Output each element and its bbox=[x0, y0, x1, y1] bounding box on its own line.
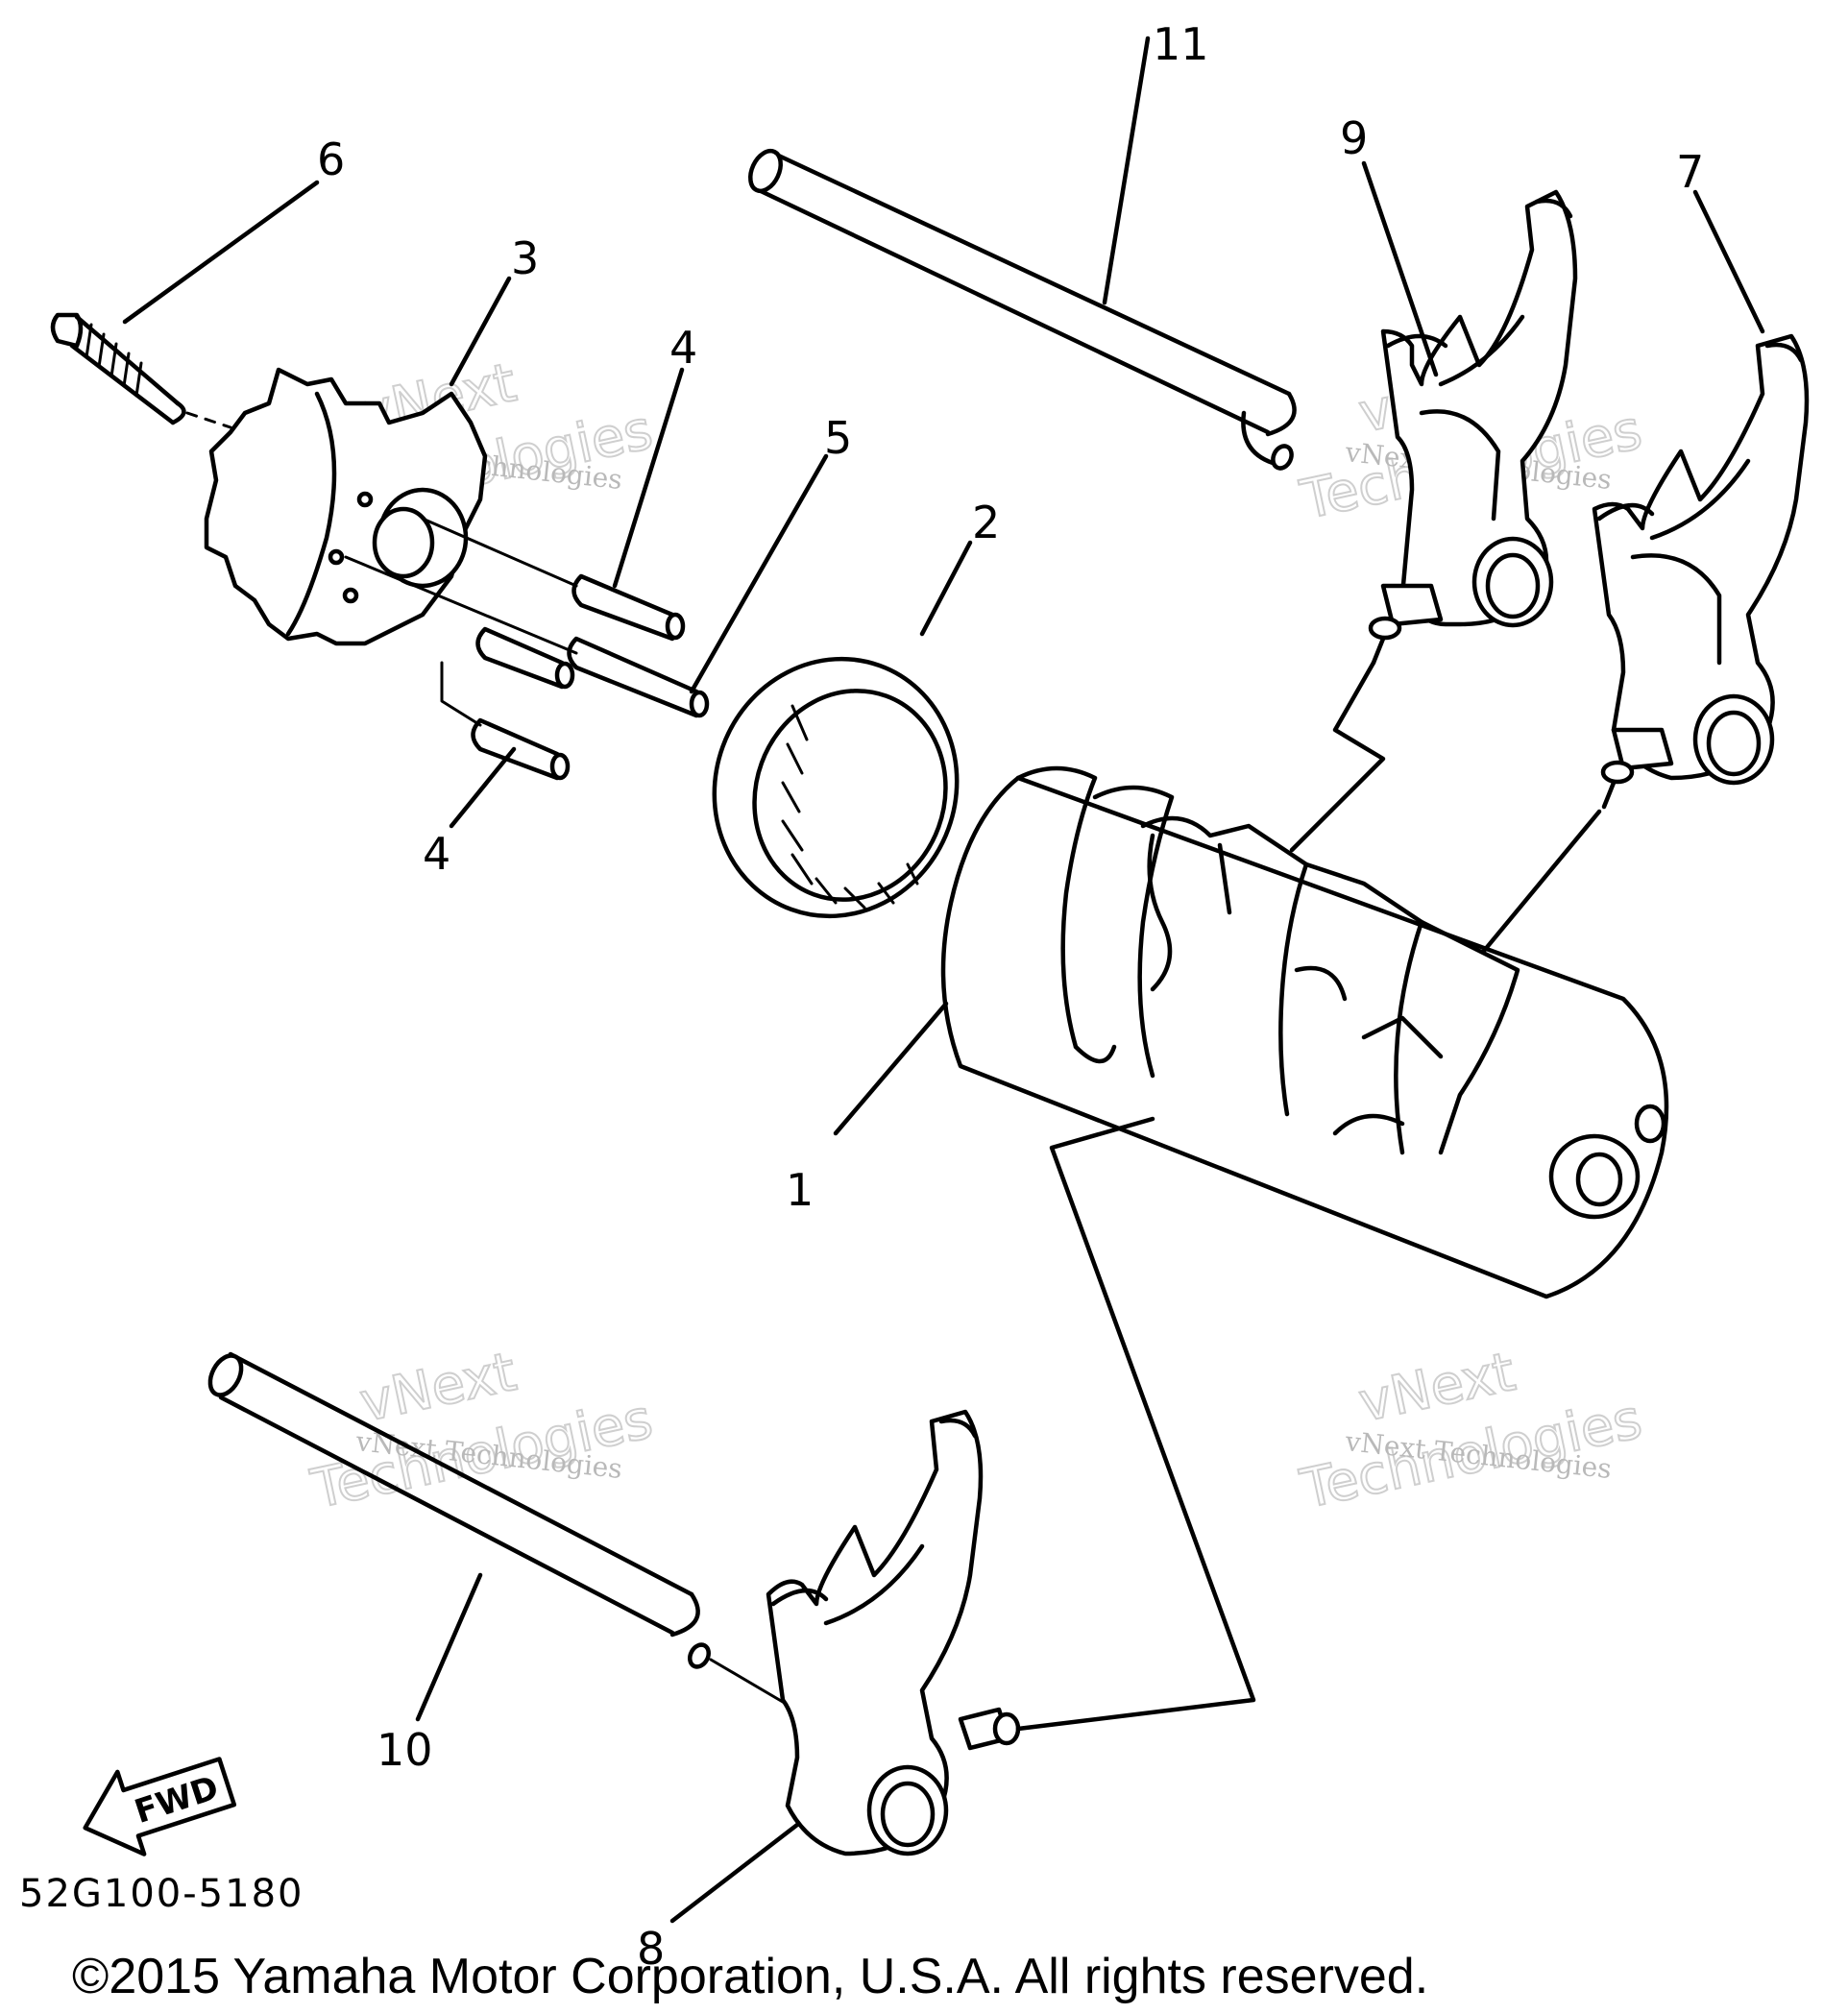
callout-9: 9 bbox=[1340, 112, 1368, 164]
part-8-shift-fork bbox=[766, 1409, 1021, 1856]
callout-6: 6 bbox=[317, 133, 345, 185]
leader-7-to-drum bbox=[1481, 809, 1602, 954]
watermark-bottom-left: vNext Technologies vNext Technologies bbox=[304, 1340, 658, 1522]
watermark-bottom-right: vNext Technologies vNext Technologies bbox=[1294, 1340, 1647, 1522]
leader-7 bbox=[1692, 189, 1765, 334]
callout-2: 2 bbox=[972, 497, 1000, 548]
part-4-dowel-pin-upper bbox=[421, 517, 686, 642]
part-6-screw bbox=[50, 312, 232, 429]
part-9-shift-fork bbox=[1368, 189, 1578, 666]
callout-3: 3 bbox=[511, 232, 539, 284]
part-4-dowel-pin-lower-b bbox=[440, 661, 571, 781]
leader-4b bbox=[449, 746, 517, 829]
leader-2 bbox=[919, 540, 973, 637]
part-3-shift-drum-segment bbox=[204, 367, 488, 646]
fwd-direction-arrow: FWD bbox=[83, 1757, 237, 1856]
callout-numbers: 11 9 7 6 3 4 5 2 4 1 10 8 bbox=[317, 18, 1704, 1975]
leader-11 bbox=[1102, 36, 1151, 305]
leader-3 bbox=[449, 276, 512, 387]
callout-8: 8 bbox=[637, 1923, 665, 1975]
part-7-shift-fork bbox=[1592, 333, 1810, 810]
part-1-shift-drum bbox=[940, 765, 1669, 1299]
leader-8 bbox=[669, 1822, 800, 1924]
callout-4-upper: 4 bbox=[669, 322, 697, 374]
part-5-pin bbox=[344, 555, 710, 718]
leader-6 bbox=[122, 180, 320, 325]
leader-9-to-drum bbox=[1289, 660, 1386, 853]
diagram-code: 52G100-5180 bbox=[19, 1872, 304, 1916]
callout-10: 10 bbox=[377, 1724, 433, 1776]
leader-9 bbox=[1361, 160, 1439, 377]
leader-4a bbox=[612, 367, 685, 589]
leader-1 bbox=[833, 1001, 949, 1136]
leader-lines bbox=[122, 36, 1765, 1924]
part-2-bearing bbox=[712, 656, 960, 919]
part-11-fork-shaft-upper bbox=[748, 148, 1297, 471]
leader-10 bbox=[415, 1572, 483, 1722]
callout-1: 1 bbox=[786, 1164, 814, 1216]
callout-7: 7 bbox=[1676, 146, 1704, 198]
leader-5 bbox=[689, 453, 829, 694]
part-4-dowel-pin-lower-a bbox=[475, 626, 575, 690]
callout-11: 11 bbox=[1153, 18, 1209, 70]
part-10-fork-shaft-lower bbox=[207, 1351, 790, 1707]
callout-4-lower: 4 bbox=[423, 828, 450, 880]
copyright-notice: ©2015 Yamaha Motor Corporation, U.S.A. A… bbox=[72, 1949, 1428, 2004]
callout-5: 5 bbox=[824, 412, 852, 464]
leader-8-to-drum bbox=[1015, 1116, 1256, 1732]
